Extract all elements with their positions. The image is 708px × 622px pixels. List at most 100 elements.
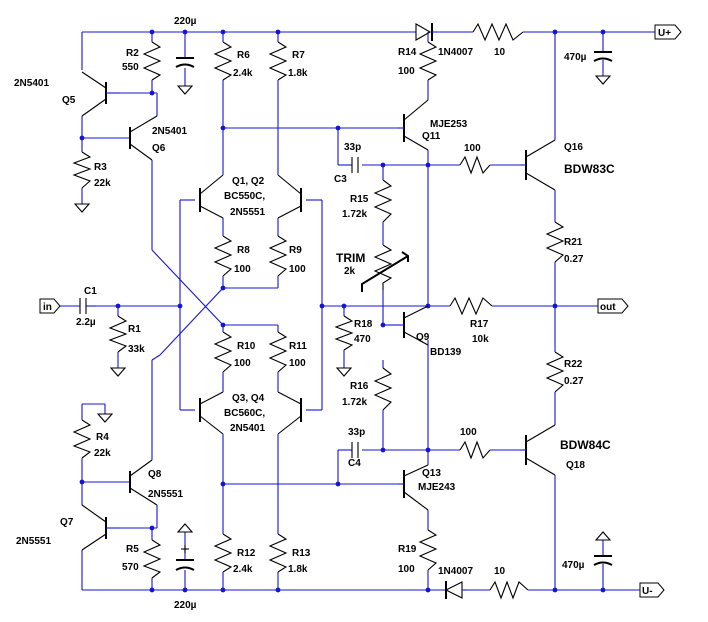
resistor-r11 bbox=[268, 331, 288, 373]
r19-ref: R19 bbox=[398, 544, 417, 555]
r4-ref: R4 bbox=[96, 432, 109, 443]
r11-value: 100 bbox=[289, 358, 306, 369]
trim-potentiometer[interactable] bbox=[361, 244, 409, 292]
c3-ref: C3 bbox=[334, 174, 347, 185]
r4-value: 22k bbox=[94, 448, 111, 459]
c1-ref: C1 bbox=[84, 286, 97, 297]
r21-ref: R21 bbox=[564, 237, 583, 248]
r7-value: 1.8k bbox=[288, 68, 308, 79]
c4-ref: C4 bbox=[348, 458, 361, 469]
resistor-r7 bbox=[268, 41, 288, 81]
resistor-r14 bbox=[418, 41, 438, 81]
ground-icon bbox=[96, 413, 114, 423]
resistor-r17 bbox=[449, 296, 493, 316]
resistor-top-series bbox=[472, 22, 524, 42]
r10-value: 100 bbox=[234, 358, 251, 369]
q13-ref: Q13 bbox=[422, 468, 441, 479]
r14-ref: R14 bbox=[398, 47, 417, 58]
q1q2-type: BC550C, bbox=[224, 191, 265, 202]
port-u-plus: U+ bbox=[654, 24, 682, 40]
port-u-minus: U- bbox=[639, 582, 665, 598]
q3q4-type2: 2N5401 bbox=[230, 423, 265, 434]
r2-ref: R2 bbox=[126, 48, 139, 59]
r-bottom-series-value: 10 bbox=[494, 566, 506, 577]
q3q4-type: BC560C, bbox=[224, 408, 265, 419]
r6-ref: R6 bbox=[237, 50, 250, 61]
c3-value: 33p bbox=[344, 142, 361, 153]
resistor-r5 bbox=[142, 539, 162, 579]
q11-type: MJE253 bbox=[430, 119, 468, 130]
transistors bbox=[81, 71, 556, 551]
ground-icon bbox=[176, 85, 194, 95]
r19-value: 100 bbox=[398, 564, 415, 575]
r17-value: 10k bbox=[472, 334, 489, 345]
r16-ref: R16 bbox=[350, 381, 369, 392]
transistor-q6 bbox=[129, 115, 158, 161]
resistor-r15 bbox=[373, 179, 393, 223]
svg-text:U+: U+ bbox=[658, 28, 671, 39]
r-q18-base-value: 100 bbox=[460, 427, 477, 438]
r17-ref: R17 bbox=[470, 319, 489, 330]
q8-ref: Q8 bbox=[148, 469, 162, 480]
q9-type: BD139 bbox=[430, 347, 462, 358]
r6-value: 2.4k bbox=[233, 68, 253, 79]
transistor-q5 bbox=[81, 71, 120, 117]
capacitor-top-220u bbox=[175, 57, 195, 68]
q9-ref: Q9 bbox=[416, 332, 430, 343]
diode-bottom bbox=[444, 581, 467, 599]
r16-value: 1.72k bbox=[342, 397, 367, 408]
r18-ref: R18 bbox=[354, 319, 373, 330]
q5-type: 2N5401 bbox=[14, 78, 49, 89]
r12-value: 2.4k bbox=[233, 564, 253, 575]
r12-ref: R12 bbox=[237, 548, 256, 559]
r8-value: 100 bbox=[234, 264, 251, 275]
r7-ref: R7 bbox=[292, 50, 305, 61]
c4-value: 33p bbox=[348, 427, 365, 438]
capacitors bbox=[79, 51, 613, 571]
r22-value: 0.27 bbox=[564, 376, 584, 387]
r15-value: 1.72k bbox=[342, 209, 367, 220]
q16-type: BDW83C bbox=[564, 162, 615, 176]
svg-text:U-: U- bbox=[642, 586, 653, 597]
r22-ref: R22 bbox=[564, 359, 583, 370]
r1-value: 33k bbox=[128, 344, 145, 355]
c1-value: 2.2µ bbox=[76, 317, 96, 328]
resistor-r22 bbox=[545, 351, 565, 393]
capacitor-right-bottom-470u bbox=[593, 555, 613, 566]
port-out: out bbox=[597, 298, 629, 314]
q18-ref: Q18 bbox=[566, 460, 585, 471]
svg-text:in: in bbox=[43, 302, 52, 313]
r15-ref: R15 bbox=[350, 194, 369, 205]
r5-ref: R5 bbox=[126, 544, 139, 555]
resistor-r21 bbox=[545, 221, 565, 263]
q6-type: 2N5401 bbox=[152, 126, 187, 137]
r21-value: 0.27 bbox=[564, 254, 584, 265]
resistor-r2 bbox=[142, 41, 162, 81]
r2-value: 550 bbox=[122, 62, 139, 73]
transistor-q11 bbox=[398, 99, 429, 151]
ground-symbols bbox=[73, 75, 612, 541]
resistor-r13 bbox=[268, 533, 288, 573]
trim-ref: TRIM bbox=[336, 251, 365, 265]
ground-icon bbox=[109, 367, 127, 377]
resistor-r18 bbox=[334, 315, 354, 351]
ground-icon bbox=[594, 75, 612, 85]
q3q4-ref: Q3, Q4 bbox=[232, 393, 265, 404]
resistor-r8 bbox=[213, 235, 233, 277]
capacitor-c4 bbox=[351, 442, 359, 458]
resistor-r1 bbox=[108, 315, 128, 353]
port-in: in bbox=[39, 298, 61, 314]
transistor-q16 bbox=[520, 139, 556, 191]
transistor-q8 bbox=[129, 459, 158, 506]
diode-top bbox=[415, 23, 437, 41]
r13-ref: R13 bbox=[292, 548, 311, 559]
c-right-top-value: 470µ bbox=[564, 52, 587, 63]
q13-type: MJE243 bbox=[418, 482, 456, 493]
transistor-q9 bbox=[398, 305, 429, 346]
r-top-series-value: 10 bbox=[494, 47, 506, 58]
resistor-q18-base bbox=[459, 440, 491, 460]
transistor-q1 bbox=[199, 160, 224, 219]
q1q2-ref: Q1, Q2 bbox=[232, 176, 265, 187]
d-top-value: 1N4007 bbox=[438, 47, 473, 58]
q6-ref: Q6 bbox=[152, 143, 166, 154]
